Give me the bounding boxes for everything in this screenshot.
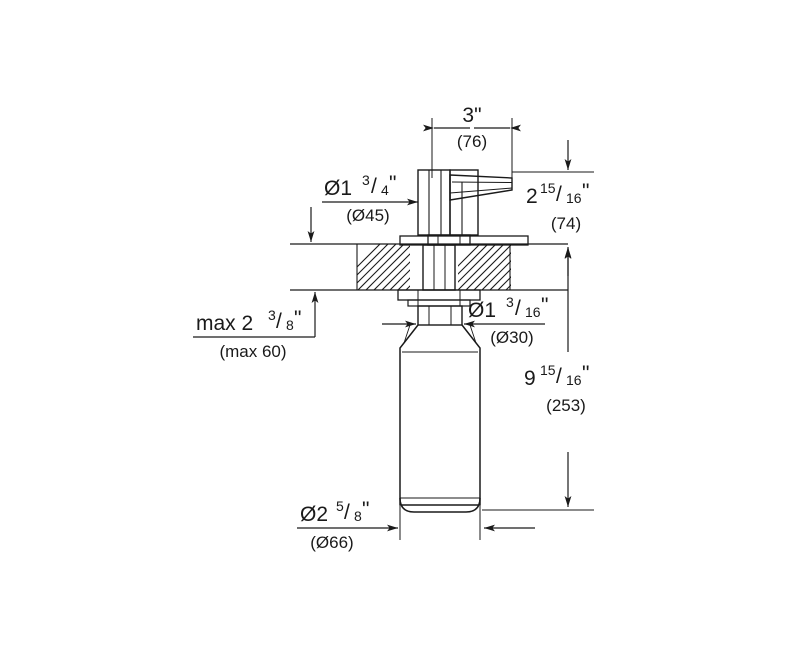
spout-reach-inch-text: 3" (462, 104, 481, 127)
bottle-diameter-denominator: 8 (354, 508, 362, 524)
max-thickness-denominator: 8 (286, 317, 294, 333)
bottle-diameter-numerator: 5 (336, 498, 344, 514)
bottle-neck (417, 305, 463, 326)
countertop-section (290, 243, 568, 291)
depth-below-counter-inch-mark: " (582, 362, 589, 385)
max-thickness-inch-mark: " (294, 307, 301, 330)
neck-diameter-mm-text: (Ø30) (490, 328, 533, 347)
pump-head-diameter-dimension (307, 198, 418, 242)
bottle-body (399, 324, 481, 513)
depth-below-counter-whole: 9 (524, 367, 536, 390)
bottle-diameter-inch-mark: " (362, 498, 369, 521)
max-countertop-thickness-label: max 2 3 / 8 " (max 60) (196, 307, 301, 361)
spout-reach-dimension (423, 118, 521, 180)
neck-diameter-inch-mark: " (541, 294, 548, 317)
head-diameter-prefix-whole: Ø1 (324, 177, 352, 200)
depth-below-counter-numerator: 15 (540, 362, 556, 378)
spout-reach-mm-text: (76) (457, 132, 487, 151)
neck-diameter-numerator: 3 (506, 294, 514, 310)
depth-below-counter-label: 9 15 / 16 " (253) (524, 362, 589, 415)
height-above-counter-denominator: 16 (566, 190, 582, 206)
head-diameter-inch-mark: " (389, 172, 396, 195)
pump-head (399, 169, 529, 246)
height-above-counter-label: 2 15 / 16 " (74) (526, 180, 589, 233)
depth-below-counter-mm-text: (253) (546, 396, 586, 415)
pump-head-diameter-label: Ø1 3 / 4 " (Ø45) (324, 172, 396, 225)
max-thickness-prefix-whole: max 2 (196, 312, 253, 335)
neck-diameter-denominator: 16 (525, 304, 541, 320)
max-countertop-thickness-dimension (193, 292, 319, 338)
bottle-body-diameter-label: Ø2 5 / 8 " (Ø66) (300, 498, 369, 552)
max-thickness-numerator: 3 (268, 307, 276, 323)
height-above-counter-inch-mark: " (582, 180, 589, 203)
bottle-diameter-mm-text: (Ø66) (310, 533, 353, 552)
bottle-body-diameter-dimension (297, 506, 535, 540)
height-above-counter-mm-text: (74) (551, 214, 581, 233)
bottle-neck-diameter-label: Ø1 3 / 16 " (Ø30) (468, 294, 548, 347)
spout-arm (449, 174, 513, 201)
head-diameter-denominator: 4 (381, 182, 389, 198)
bottle-diameter-slash: / (344, 501, 350, 524)
max-thickness-slash: / (276, 310, 282, 333)
neck-diameter-prefix-whole: Ø1 (468, 299, 496, 322)
depth-below-counter-denominator: 16 (566, 372, 582, 388)
neck-diameter-slash: / (515, 297, 521, 320)
head-diameter-slash: / (371, 175, 377, 198)
head-diameter-mm-text: (Ø45) (346, 206, 389, 225)
height-above-counter-whole: 2 (526, 185, 538, 208)
head-diameter-numerator: 3 (362, 172, 370, 188)
depth-below-counter-slash: / (556, 365, 562, 388)
height-above-counter-numerator: 15 (540, 180, 556, 196)
height-above-counter-slash: / (556, 183, 562, 206)
spout-reach-label: 3" (76) (457, 104, 487, 151)
max-thickness-mm-text: (max 60) (219, 342, 286, 361)
bottle-diameter-prefix-whole: Ø2 (300, 503, 328, 526)
depth-below-counter-dimension (482, 248, 594, 511)
